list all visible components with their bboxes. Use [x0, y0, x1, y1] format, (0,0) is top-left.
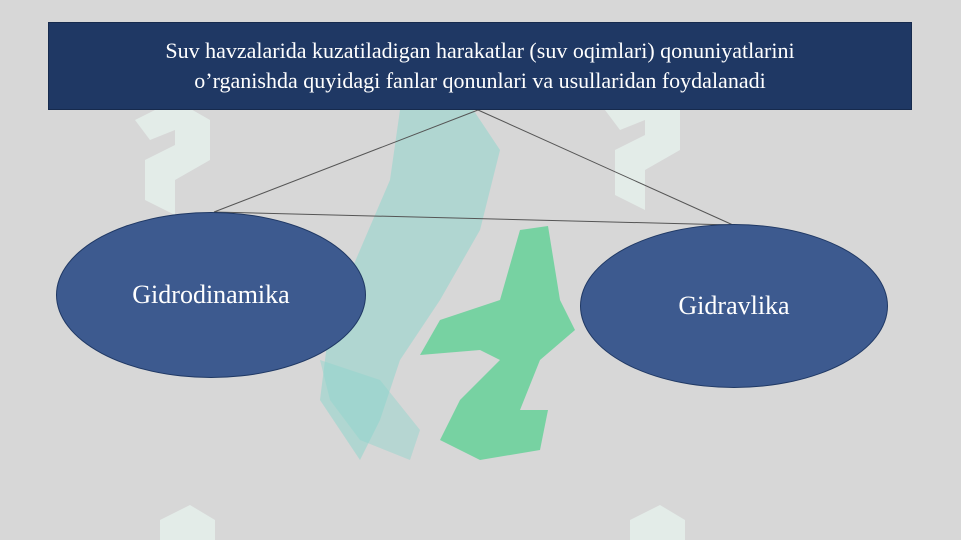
node-gidrodinamika-label: Gidrodinamika — [132, 280, 290, 309]
node-gidrodinamika: Gidrodinamika — [56, 212, 366, 378]
watermark-shape-teal-bottom — [320, 360, 420, 460]
watermark-mark-left — [135, 100, 210, 215]
title-box: Suv havzalarida kuzatiladigan harakatlar… — [48, 22, 912, 110]
watermark-mark-bottom-right — [630, 505, 685, 540]
connector-left-to-right — [213, 211, 734, 226]
title-line-2: o’rganishda quyidagi fanlar qonunlari va… — [194, 68, 766, 93]
watermark-mark-bottom-left — [160, 505, 215, 540]
node-gidravlika: Gidravlika — [580, 224, 888, 388]
connector-title-to-right — [477, 109, 734, 226]
watermark-shape-green — [420, 226, 575, 460]
connector-title-to-left — [213, 109, 479, 213]
node-gidravlika-label: Gidravlika — [678, 291, 790, 320]
title-line-1: Suv havzalarida kuzatiladigan harakatlar… — [165, 38, 795, 63]
